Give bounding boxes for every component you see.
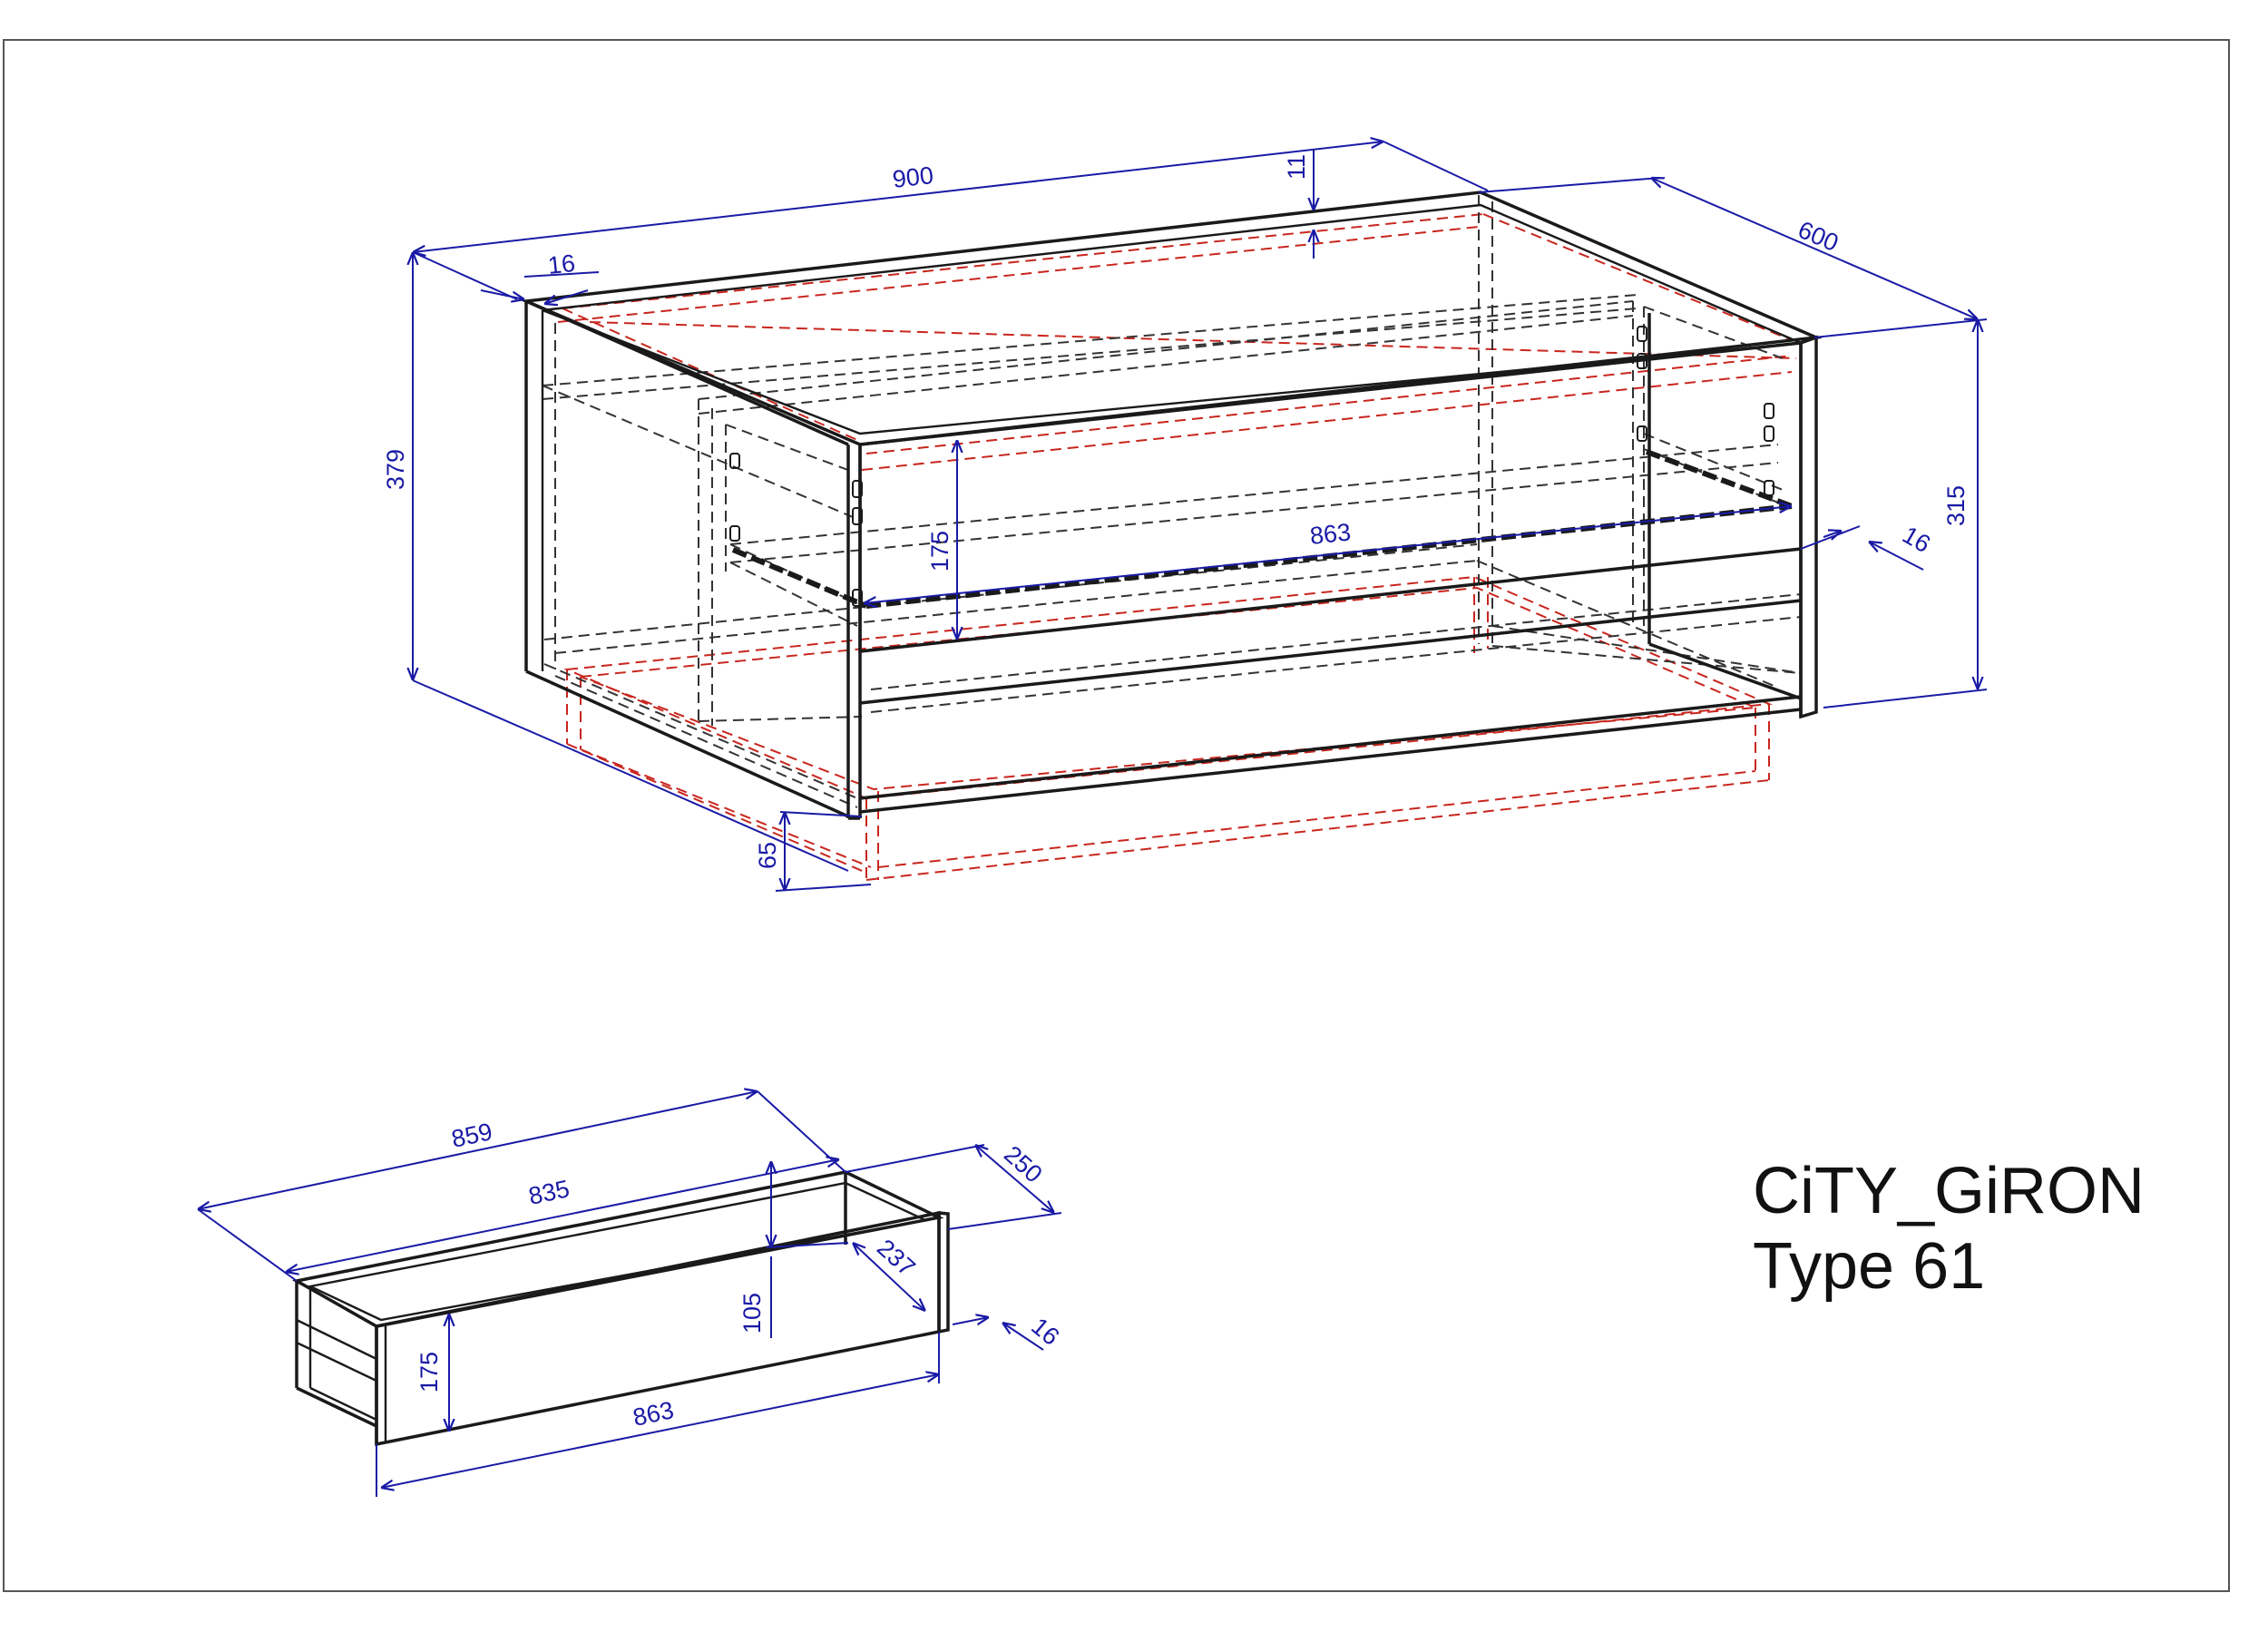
drawer-dimension-lines	[198, 1091, 1062, 1497]
dim-drawer-inner-length: 835	[526, 1175, 572, 1210]
cabinet-outline	[520, 191, 1823, 820]
dim-drawer-front-width: 863	[631, 1396, 676, 1432]
dim-drawer-front-thickness: 16	[1026, 1313, 1064, 1351]
dim-cabinet-depth: 600	[1794, 216, 1843, 257]
dim-cabinet-width: 900	[891, 161, 934, 193]
dim-top-thickness: 11	[1283, 154, 1310, 180]
dim-front-thickness: 16	[1898, 521, 1935, 558]
dim-drawer-box-height: 105	[738, 1293, 766, 1334]
dim-cabinet-height-right: 315	[1942, 485, 1970, 526]
plinth-hidden-lines	[557, 213, 1797, 881]
drawer-dimension-labels: 859 835 250 237 105 16 175 863	[415, 1118, 1064, 1432]
drawing-frame	[3, 39, 2230, 1592]
cabinet-dimension-lines	[413, 142, 1988, 892]
product-name: CiTY_GiRON	[1753, 1155, 2145, 1227]
title-block: CiTY_GiRON Type 61	[1753, 1155, 2145, 1303]
dim-drawer-front-height: 175	[926, 531, 953, 572]
dim-side-thickness: 16	[546, 249, 576, 279]
hinge-marks	[729, 326, 1774, 607]
dim-drawer-depth-outer: 250	[999, 1140, 1048, 1187]
dim-plinth-height: 65	[754, 842, 781, 869]
product-type: Type 61	[1753, 1230, 1985, 1303]
dim-drawer-front-height: 175	[415, 1352, 443, 1393]
dim-drawer-front-width: 863	[1308, 518, 1352, 550]
dim-cabinet-height: 379	[382, 449, 409, 490]
cabinet-view	[520, 191, 1823, 881]
drawer-view	[292, 1170, 950, 1447]
dim-drawer-depth-inner: 237	[872, 1234, 921, 1281]
